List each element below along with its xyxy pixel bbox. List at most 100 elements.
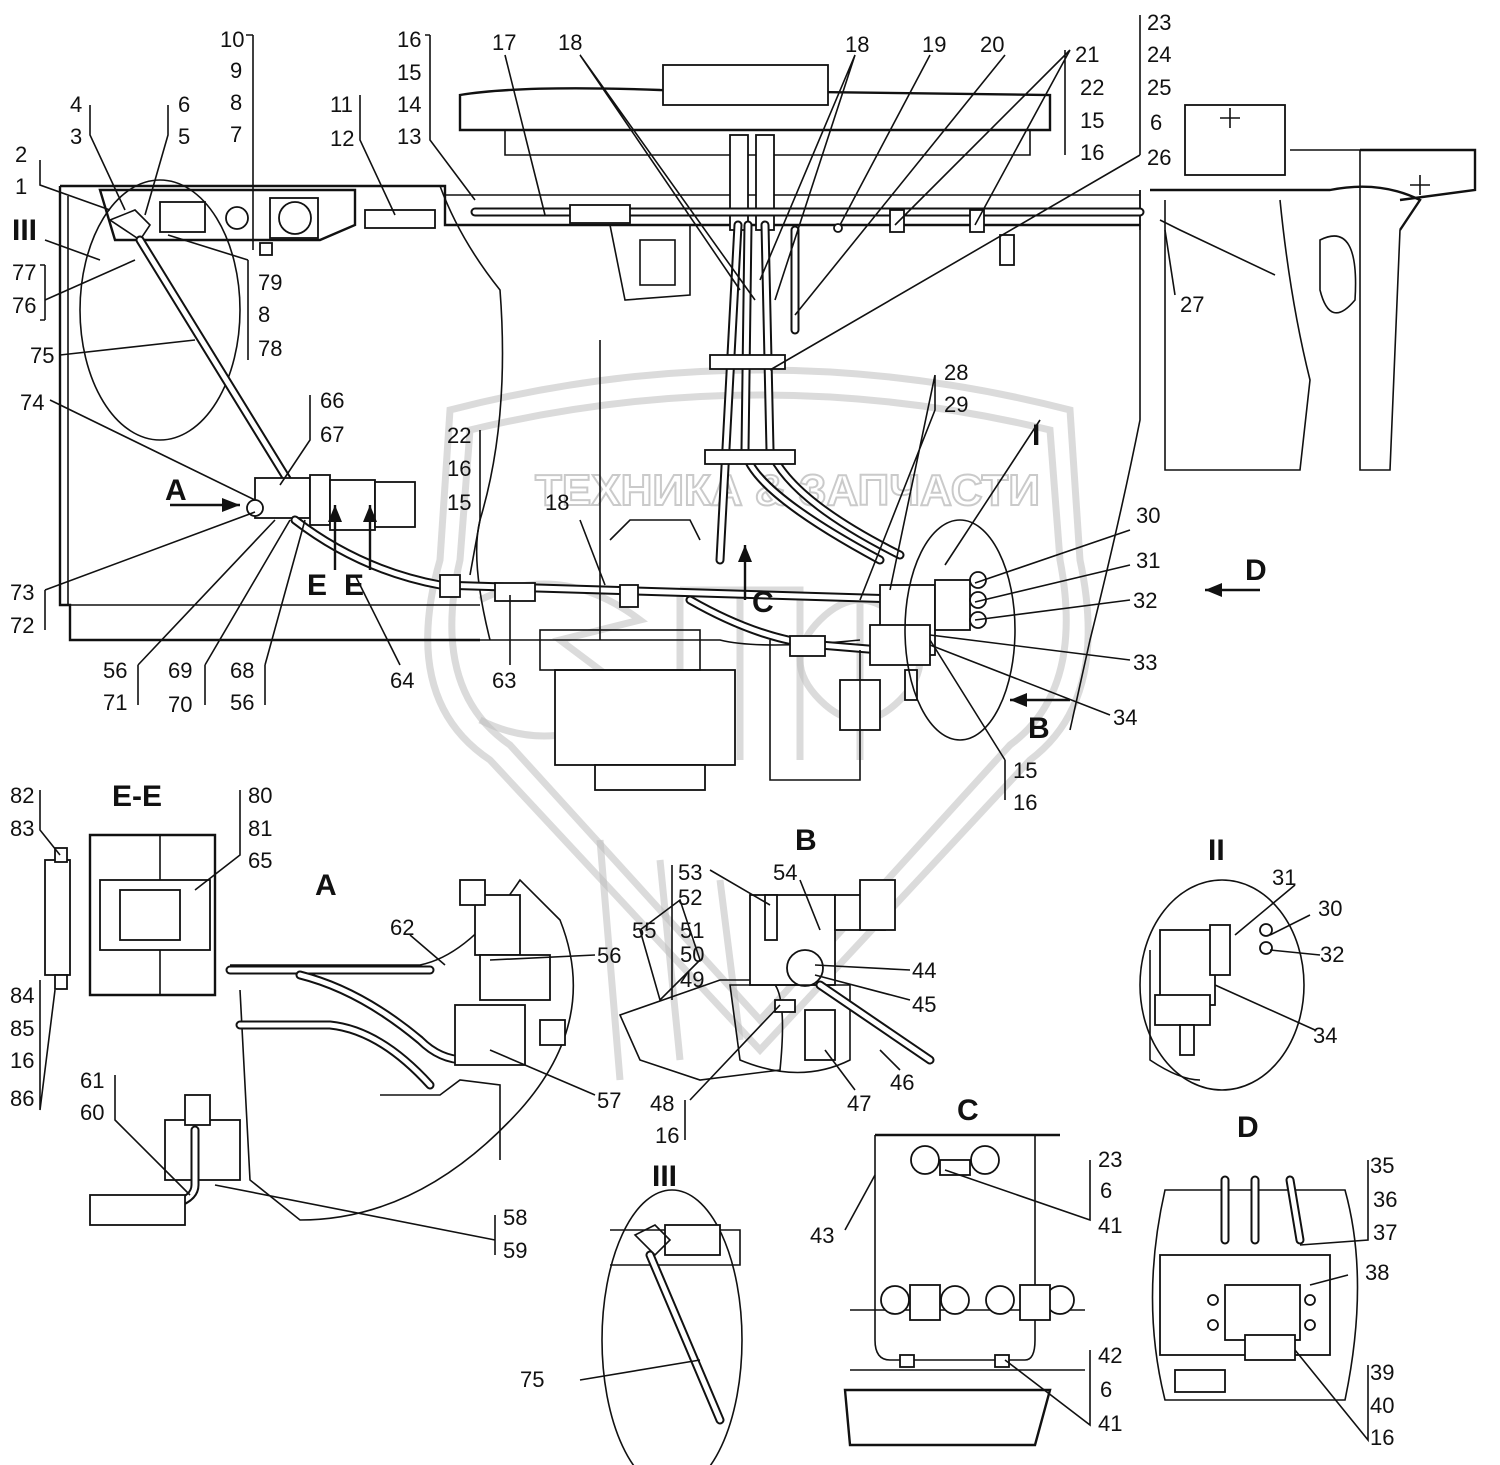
callout: 52 xyxy=(678,885,702,910)
callout: 86 xyxy=(10,1086,34,1111)
view-c xyxy=(843,1133,1085,1447)
callout: 19 xyxy=(922,32,946,57)
callout: 73 xyxy=(10,580,34,605)
view-ee xyxy=(44,833,217,997)
callout: 66 xyxy=(320,388,344,413)
callout: 15 xyxy=(397,60,421,85)
view-b xyxy=(618,879,935,1081)
callout: 35 xyxy=(1370,1153,1394,1178)
view-title-b: B xyxy=(795,824,817,857)
callout: 8 xyxy=(258,302,270,327)
callout: 31 xyxy=(1136,548,1160,573)
view-title-c: C xyxy=(957,1094,979,1127)
callout: 62 xyxy=(390,915,414,940)
callout: 22 xyxy=(1080,75,1104,100)
callout: 13 xyxy=(397,124,421,149)
view-title-d: D xyxy=(1237,1111,1259,1144)
callout: 8 xyxy=(230,90,242,115)
callout: 75 xyxy=(30,343,54,368)
callout: 31 xyxy=(1272,865,1296,890)
callout: 37 xyxy=(1373,1220,1397,1245)
callout: 51 xyxy=(680,918,704,943)
arrow-label-e1: E xyxy=(307,569,327,602)
callout: 5 xyxy=(178,124,190,149)
callout: 6 xyxy=(1100,1377,1112,1402)
view-title-iii: III xyxy=(652,1160,677,1193)
callout: 18 xyxy=(558,30,582,55)
callout: 33 xyxy=(1133,650,1157,675)
callout: 69 xyxy=(168,658,192,683)
callout: 28 xyxy=(944,360,968,385)
callout: 17 xyxy=(492,30,516,55)
callout: 71 xyxy=(103,690,127,715)
callout: 56 xyxy=(597,943,621,968)
callout: 70 xyxy=(168,692,192,717)
callout: 48 xyxy=(650,1091,674,1116)
callout: 41 xyxy=(1098,1213,1122,1238)
callout: 32 xyxy=(1133,588,1157,613)
view-title-ee: E-E xyxy=(112,780,162,813)
callout: 72 xyxy=(10,613,34,638)
view-ii xyxy=(1139,879,1305,1091)
main-view xyxy=(58,64,1477,791)
callout: 25 xyxy=(1147,75,1171,100)
callout: 76 xyxy=(12,293,36,318)
callout: 67 xyxy=(320,422,344,447)
callout: 12 xyxy=(330,126,354,151)
callout: 1 xyxy=(15,174,27,199)
callout: 60 xyxy=(80,1100,104,1125)
callout: 32 xyxy=(1320,942,1344,967)
callout: 34 xyxy=(1113,705,1137,730)
callout: 6 xyxy=(1150,110,1162,135)
callout: 30 xyxy=(1136,503,1160,528)
callout: 6 xyxy=(1100,1178,1112,1203)
callout: 16 xyxy=(1370,1425,1394,1450)
callout: 16 xyxy=(447,456,471,481)
view-title-a: A xyxy=(315,869,337,902)
callout: 57 xyxy=(597,1088,621,1113)
callout: 40 xyxy=(1370,1393,1394,1418)
arrow-label-d: D xyxy=(1245,554,1267,587)
callout: 56 xyxy=(230,690,254,715)
view-iii xyxy=(601,1189,743,1465)
callout-numbers: 10 9 8 7 16 15 14 13 17 18 18 19 20 21 2… xyxy=(10,10,1397,1450)
callout: 23 xyxy=(1098,1147,1122,1172)
callout: 42 xyxy=(1098,1343,1122,1368)
callout: 9 xyxy=(230,58,242,83)
callout: 81 xyxy=(248,816,272,841)
callout: 75 xyxy=(520,1367,544,1392)
arrow-label-iii: III xyxy=(12,214,37,247)
callout: 34 xyxy=(1313,1023,1337,1048)
callout: 18 xyxy=(845,32,869,57)
callout: 44 xyxy=(912,958,936,983)
callout: 22 xyxy=(447,423,471,448)
callout: 4 xyxy=(70,92,82,117)
callout: 61 xyxy=(80,1068,104,1093)
callout: 58 xyxy=(503,1205,527,1230)
callout: 16 xyxy=(10,1048,34,1073)
callout: 80 xyxy=(248,783,272,808)
view-arrows xyxy=(170,498,1260,707)
callout: 11 xyxy=(330,92,353,117)
callout: 10 xyxy=(220,27,244,52)
arrow-label-i: I xyxy=(1032,419,1040,452)
view-a xyxy=(89,878,575,1226)
arrow-label-a: A xyxy=(165,474,187,507)
callout: 3 xyxy=(70,124,82,149)
callout: 56 xyxy=(103,658,127,683)
callout: 46 xyxy=(890,1070,914,1095)
callout: 24 xyxy=(1147,42,1171,67)
callout: 2 xyxy=(15,142,27,167)
callout: 74 xyxy=(20,390,44,415)
callout: 43 xyxy=(810,1223,834,1248)
callout: 6 xyxy=(178,92,190,117)
callout: 65 xyxy=(248,848,272,873)
callout: 53 xyxy=(678,860,702,885)
callout: 7 xyxy=(230,122,242,147)
callout: 18 xyxy=(545,490,569,515)
callout: 16 xyxy=(397,27,421,52)
callout: 20 xyxy=(980,32,1004,57)
callout: 50 xyxy=(680,942,704,967)
callout: 41 xyxy=(1098,1411,1122,1436)
callout: 16 xyxy=(1080,140,1104,165)
